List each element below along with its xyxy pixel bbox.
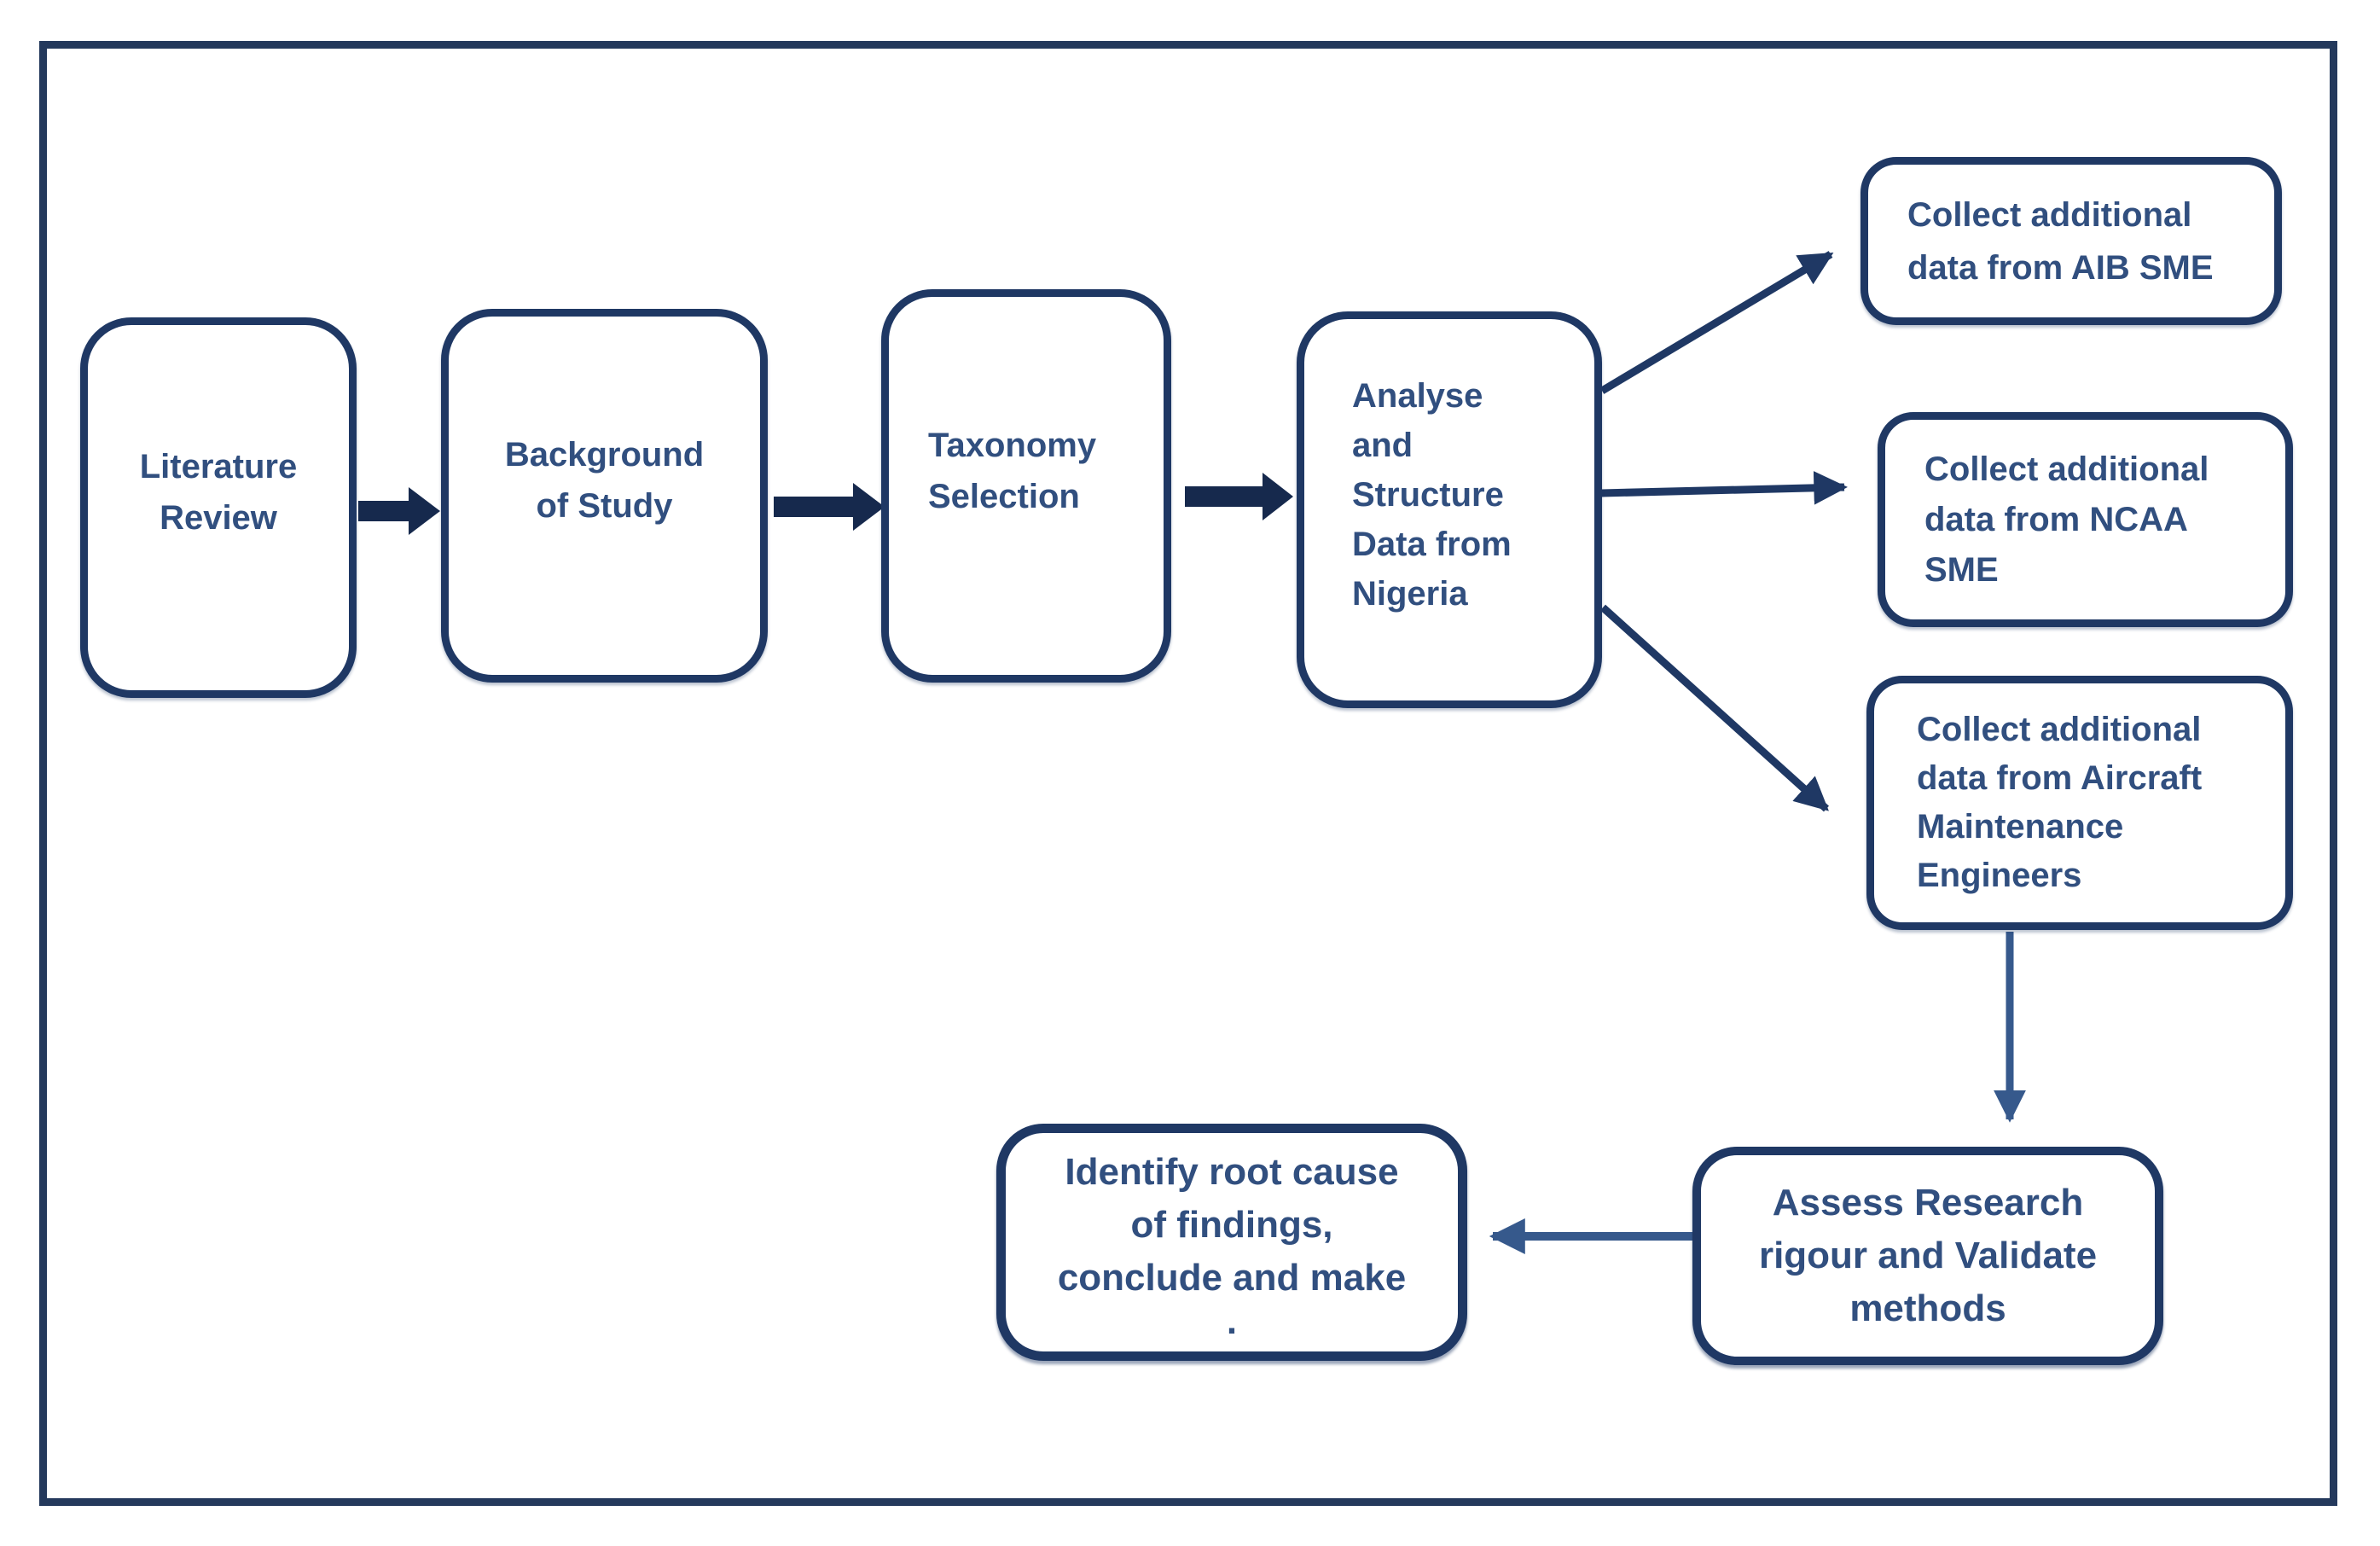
node-identify-root-cause: Identify root cause of findings, conclud… <box>996 1124 1467 1361</box>
node-label-line: Engineers <box>1917 857 2082 894</box>
node-label-line: Selection <box>928 477 1080 515</box>
node-label-line: Nigeria <box>1352 574 1468 613</box>
node-collect-maintenance-engineers: Collect additional data from Aircraft Ma… <box>1866 676 2293 930</box>
node-label-line: SME <box>1924 550 1999 589</box>
node-label-line: Review <box>160 499 277 537</box>
node-label-line: of findings, <box>1130 1204 1333 1246</box>
node-label-line: Data from <box>1352 525 1512 563</box>
node-label-line: Analyse <box>1352 376 1483 415</box>
node-collect-aib-sme: Collect additional data from AIB SME <box>1860 157 2282 325</box>
node-collect-ncaa-sme: Collect additional data from NCAA SME <box>1878 412 2293 627</box>
node-label-line: data from Aircraft <box>1917 759 2203 797</box>
node-label-line: rigour and Validate <box>1758 1235 2098 1276</box>
block-arrow-taxonomy-to-analyse <box>1185 473 1293 520</box>
node-label-line: Assess Research <box>1772 1182 2084 1223</box>
arrow-analyse-to-engineers <box>1599 604 1830 812</box>
node-label-line: Background <box>504 436 705 474</box>
node-label-line: and <box>1352 426 1413 464</box>
block-arrow-background-to-taxonomy <box>774 483 885 531</box>
node-label-line: Structure <box>1352 475 1504 514</box>
node-label-line: Taxonomy <box>928 426 1097 464</box>
node-label-line: methods <box>1849 1287 2006 1329</box>
node-label-line: Collect additional <box>1924 450 2209 488</box>
node-literature-review: Literature Review <box>80 317 357 698</box>
node-label-line: . <box>1226 1300 1238 1342</box>
node-label-line: conclude and make <box>1057 1257 1407 1299</box>
node-label-line: data from AIB SME <box>1907 248 2214 287</box>
node-label-line: Collect additional <box>1917 711 2202 748</box>
node-background-of-study: Background of Study <box>441 309 768 683</box>
diagram-outer-border <box>39 41 2337 1506</box>
node-label-line: Literature <box>139 448 298 485</box>
block-arrow-literature-to-background <box>358 487 440 535</box>
node-label-line: of Study <box>536 487 673 525</box>
node-label-line: data from NCAA <box>1924 500 2188 538</box>
node-analyse-structure-data: Analyse and Structure Data from Nigeria <box>1297 311 1602 708</box>
node-label-line: Collect additional <box>1907 195 2192 234</box>
node-assess-research-rigour: Assess Research rigour and Validate meth… <box>1692 1147 2163 1365</box>
arrow-analyse-to-ncaa <box>1600 471 1848 505</box>
node-label-line: Maintenance <box>1917 808 2124 846</box>
node-label-line: Identify root cause <box>1065 1151 1399 1193</box>
node-taxonomy-selection: Taxonomy Selection <box>881 289 1171 683</box>
arrow-analyse-to-aib <box>1599 251 1834 394</box>
